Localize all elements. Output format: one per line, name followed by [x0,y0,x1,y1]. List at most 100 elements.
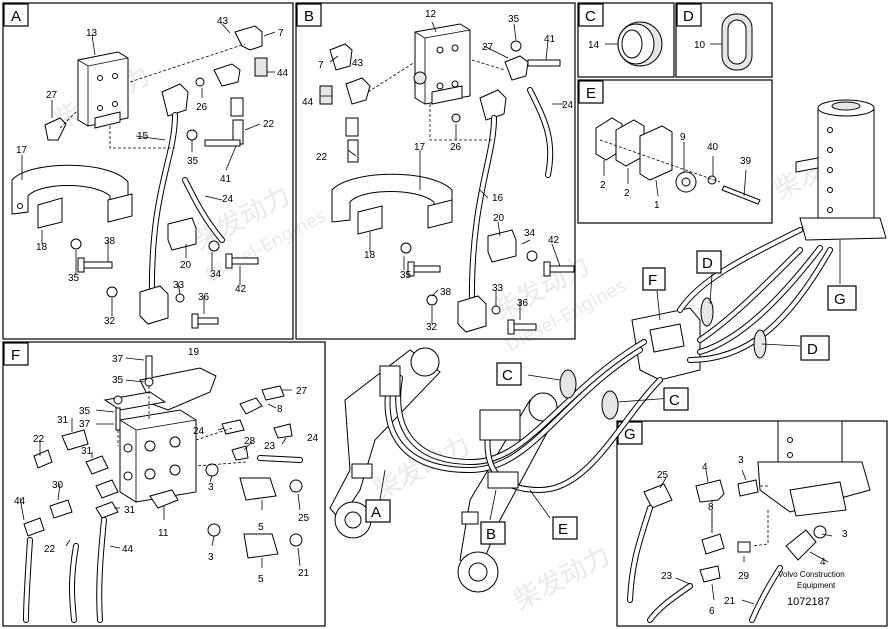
callout-overview_labels-5: C [669,392,680,409]
callout-overview_labels-1: D [702,255,713,272]
panel-g-frame [616,420,888,627]
callout-panels-A-callouts-14: 20 [180,260,192,271]
callout-panels-A-callouts-3: 44 [277,68,289,79]
callout-credit-line1: Volvo Construction [778,570,845,579]
callout-panels-C-label: C [585,8,596,25]
callout-panels-B-callouts-20: 32 [426,322,438,333]
callout-panels-A-callouts-13: 38 [104,236,116,247]
callout-panels-B-callouts-0: 12 [425,9,437,20]
panel-g-callouts: 25 4 3 8 3 29 4 23 6 21 [657,455,848,617]
callout-a: A [365,499,391,523]
callout-panels-B-callouts-3: 27 [482,42,494,53]
callout-panels-F-label: F [11,347,20,364]
callout-e: E [552,516,578,540]
callout-f: F [642,267,666,291]
panel-c-label: C [578,3,604,27]
callout-panels-B-callouts-2: 41 [544,34,556,45]
callout-panels-A-callouts-16: 42 [235,284,247,295]
callout-panels-F-callouts-11: 24 [307,433,319,444]
callout-panels-G-callouts-1: 4 [702,462,708,473]
callout-panels-E-callouts-1: 40 [707,142,719,153]
callout-panels-F-callouts-18: 5 [258,522,264,533]
overview-drawing [329,99,887,593]
panel-b-drawing [319,21,575,335]
callout-panels-F-callouts-16: 30 [52,480,64,491]
callout-panels-G-callouts-2: 3 [738,455,744,466]
callout-panels-F-callouts-4: 8 [277,404,283,415]
callout-panels-G-callouts-9: 21 [724,596,736,607]
callout-panels-A-callouts-15: 34 [210,269,222,280]
panel-e-frame [577,79,773,224]
callout-panels-A-callouts-12: 18 [36,242,48,253]
callout-panels-F-callouts-19: 25 [298,513,310,524]
callout-panels-C-callouts-0: 14 [588,40,600,51]
panel-d-drawing: 10 [694,13,753,71]
panel-e-label: E [578,80,604,104]
callout-panels-A-callouts-5: 26 [196,102,208,113]
callout-panels-B-callouts-12: 20 [493,213,505,224]
callout-panels-F-callouts-10: 28 [244,436,256,447]
callout-panels-A-callouts-17: 35 [68,273,80,284]
callout-g: G [827,285,857,311]
callout-panels-B-callouts-16: 35 [400,270,412,281]
callout-panels-E-callouts-3: 2 [600,180,606,191]
callout-panels-B-callouts-15: 18 [364,250,376,261]
callout-b: B [480,521,506,545]
callout-panels-B-callouts-9: 26 [450,142,462,153]
callout-panels-B-callouts-17: 38 [440,287,452,298]
panel-f-drawing [19,355,303,623]
callout-panels-G-callouts-6: 4 [820,557,826,568]
callout-panels-E-label: E [586,85,596,102]
callout-panels-F-callouts-14: 3 [208,482,214,493]
callout-c-upper: C [496,362,522,386]
panel-c-frame [577,2,675,78]
callout-panels-A-callouts-19: 36 [198,292,210,303]
panel-d-label: D [676,3,702,27]
callout-panels-F-callouts-0: 37 [112,354,124,365]
callout-panels-A-callouts-7: 15 [137,131,149,142]
callout-panels-B-callouts-14: 42 [548,235,560,246]
callout-d-right: D [800,335,830,361]
panel-a-label: A [3,3,29,27]
callout-panels-A-callouts-11: 24 [222,194,234,205]
callout-panels-A-callouts-6: 22 [263,119,275,130]
panel-b-frame [295,2,576,340]
callout-credit-number: 1072187 [787,596,830,608]
callout-overview_labels-8: E [558,521,568,538]
callout-panels-B-callouts-6: 44 [302,97,314,108]
callout-panels-E-callouts-5: 1 [654,200,660,211]
callout-panels-F-callouts-2: 35 [112,375,124,386]
callout-credit-line2: Equipment [797,581,836,590]
callout-panels-F-callouts-24: 5 [258,574,264,585]
callout-panels-A-callouts-2: 7 [278,28,284,39]
callout-panels-G-callouts-7: 23 [661,571,673,582]
callout-panels-F-callouts-17: 31 [124,505,136,516]
callout-panels-F-callouts-25: 21 [298,568,310,579]
callout-panels-B-callouts-7: 24 [562,100,574,111]
callout-panels-A-callouts-8: 35 [187,156,199,167]
callout-panels-B-label: B [304,8,314,25]
callout-panels-A-callouts-4: 27 [46,90,58,101]
callout-panels-F-callouts-5: 35 [79,406,91,417]
callout-panels-G-label: G [624,426,636,443]
callout-panels-A-callouts-1: 43 [217,16,229,27]
overview-callouts: F D G C D C A B E [365,250,857,545]
callout-overview_labels-2: G [834,291,846,308]
callout-panels-G-callouts-0: 25 [657,470,669,481]
callout-panels-B-callouts-5: 43 [352,58,364,69]
callout-panels-A-callouts-18: 33 [173,280,185,291]
callout-panels-B-callouts-18: 33 [492,283,504,294]
callout-overview_labels-3: C [502,367,513,384]
callout-overview_labels-0: F [648,272,657,289]
callout-panels-F-callouts-13: 23 [264,441,276,452]
callout-panels-E-callouts-4: 2 [624,188,630,199]
callout-panels-F-callouts-12: 31 [81,446,93,457]
callout-panels-E-callouts-2: 39 [740,156,752,167]
callout-panels-A-callouts-0: 13 [86,28,98,39]
panel-a-drawing [11,23,276,329]
callout-panels-F-callouts-7: 31 [57,415,69,426]
panel-b-callouts: 12 35 41 27 7 43 44 24 22 26 17 16 20 34… [302,9,574,333]
callout-panels-G-callouts-5: 29 [738,571,750,582]
